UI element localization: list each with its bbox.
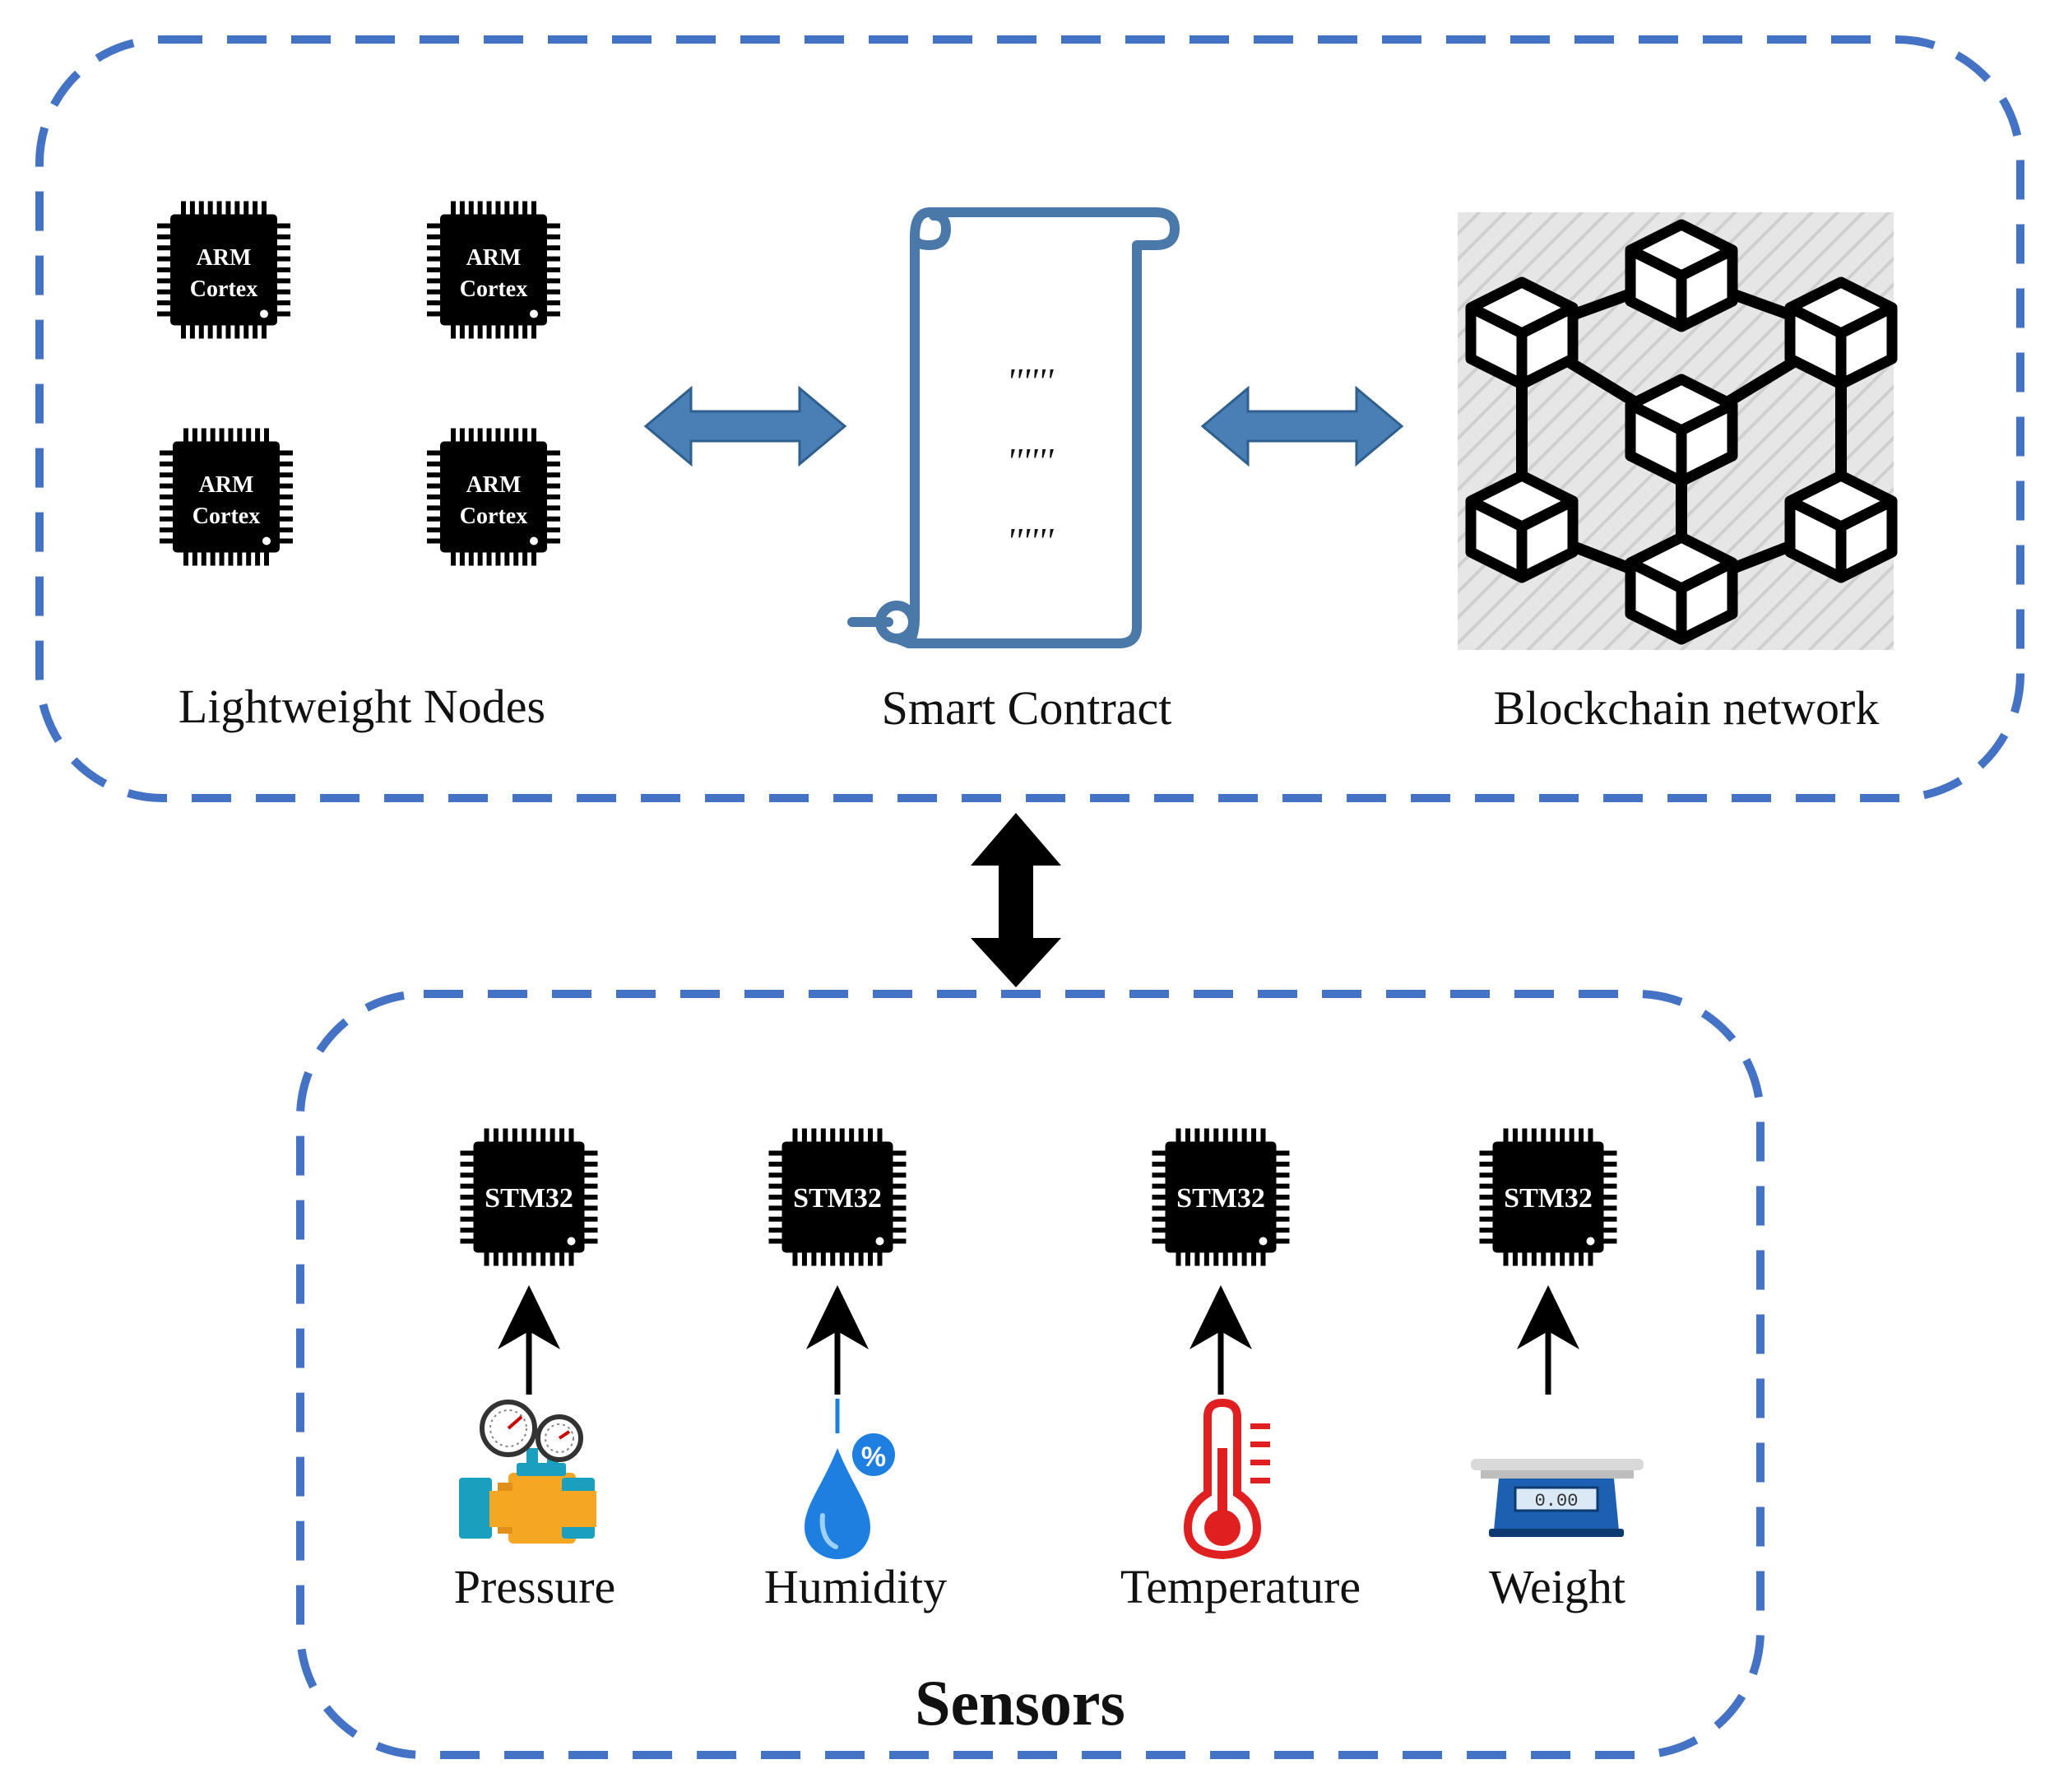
top-group-border <box>35 35 2024 802</box>
humidity-icon: % <box>805 1399 895 1559</box>
smart-contract-label: Smart Contract <box>882 681 1172 735</box>
chip-text: Cortex <box>460 504 527 529</box>
block-cube-3 <box>1784 276 1898 390</box>
stm32-chip-4: STM32 <box>1479 1128 1617 1266</box>
humidity-badge: % <box>861 1441 886 1473</box>
stm32-chip-3: STM32 <box>1152 1128 1290 1266</box>
block-cube-1 <box>1625 219 1738 332</box>
block-cube-4 <box>1625 374 1738 487</box>
contract-line-1: '''''' <box>1007 361 1055 402</box>
stm32-chip-2: STM32 <box>768 1128 907 1266</box>
chip-text: STM32 <box>1176 1183 1265 1214</box>
block-cube-5 <box>1465 470 1579 583</box>
up-arrow-1 <box>498 1285 560 1395</box>
contract-line-2: '''''' <box>1007 441 1055 481</box>
up-arrow-2 <box>806 1285 869 1395</box>
block-cube-2 <box>1465 276 1579 390</box>
arm-chip-1: ARM Cortex <box>157 201 290 339</box>
weight-icon: 0.00 <box>1471 1459 1644 1537</box>
arm-chip-4: ARM Cortex <box>427 428 560 566</box>
pressure-icon <box>459 1400 596 1544</box>
arm-chip-3: ARM Cortex <box>160 428 293 566</box>
stm32-chip-1: STM32 <box>460 1128 598 1266</box>
double-arrow-contract-blockchain <box>1200 385 1404 467</box>
sensor-label-pressure: Pressure <box>454 1560 616 1613</box>
chip-text: ARM <box>466 472 522 498</box>
up-arrow-3 <box>1189 1285 1252 1395</box>
sensor-label-humidity: Humidity <box>764 1560 947 1613</box>
blockchain-network-icon <box>1458 212 1898 650</box>
block-cube-6 <box>1784 470 1898 583</box>
chip-text: ARM <box>197 245 252 271</box>
arm-chip-2: ARM Cortex <box>427 201 560 339</box>
blockchain-network-label: Blockchain network <box>1494 681 1880 735</box>
sensors-title: Sensors <box>915 1667 1125 1739</box>
temperature-icon <box>1183 1398 1270 1560</box>
chip-text: STM32 <box>485 1183 573 1214</box>
double-arrow-nodes-contract <box>643 385 847 467</box>
sensors-group-border <box>296 990 1765 1759</box>
chip-text: Cortex <box>460 276 527 302</box>
sensor-label-weight: Weight <box>1489 1560 1625 1613</box>
up-arrow-4 <box>1517 1285 1579 1395</box>
contract-line-3: '''''' <box>1007 521 1055 561</box>
stm32-chips: STM32 STM32 STM32 STM32 <box>460 1128 1617 1395</box>
chip-text: Cortex <box>190 276 257 302</box>
chip-text: STM32 <box>1504 1183 1593 1214</box>
lightweight-nodes-label: Lightweight Nodes <box>179 680 545 733</box>
chip-text: ARM <box>199 472 254 498</box>
block-cube-7 <box>1625 532 1738 645</box>
smart-contract-scroll-icon <box>847 207 1180 648</box>
chip-text: Cortex <box>192 504 260 529</box>
scale-display: 0.00 <box>1535 1491 1579 1511</box>
chip-text: STM32 <box>793 1183 882 1214</box>
sensor-label-temperature: Temperature <box>1120 1560 1361 1613</box>
double-arrow-vertical <box>971 813 1061 987</box>
chip-text: ARM <box>466 245 522 271</box>
